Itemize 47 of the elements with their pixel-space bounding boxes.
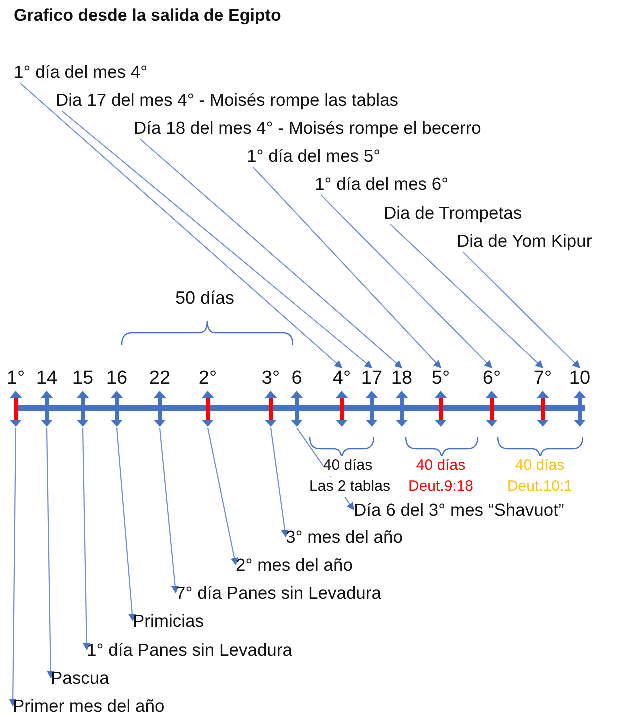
tick-label: 4°	[332, 368, 352, 390]
callout-text: Dia de Trompetas	[384, 202, 522, 224]
arrow	[82, 428, 91, 651]
tick-label: 10	[568, 368, 592, 390]
callout-text: 7° día Panes sin Levadura	[176, 582, 382, 604]
callout-text: 1° día del mes 4°	[14, 61, 148, 83]
title: Grafico desde la salida de Egipto	[14, 6, 282, 26]
callout-text: Dia de Yom Kipur	[457, 230, 592, 252]
arrow	[140, 138, 403, 368]
callout-text: 1° día del mes 5°	[247, 145, 381, 167]
arrow	[462, 252, 581, 369]
callout-text: 1° día del mes 6°	[315, 173, 449, 195]
bracket-label: 40 días	[323, 456, 373, 476]
callout-text: Primer mes del año	[13, 695, 165, 715]
arrow	[20, 82, 343, 368]
arrow	[390, 224, 544, 369]
arrow	[207, 428, 238, 566]
tick-label: 14	[35, 368, 59, 390]
callout-text: 1° día Panes sin Levadura	[87, 639, 292, 661]
arrow	[9, 428, 17, 707]
arrow	[252, 166, 442, 369]
callout-text: Día 18 del mes 4° - Moisés rompe el becerro	[134, 117, 482, 139]
tick-label: 1°	[6, 368, 26, 390]
tick-label: 17	[360, 368, 384, 390]
arrow	[320, 194, 493, 369]
callout-text: 3° mes del año	[286, 526, 403, 548]
callout-text: 2° mes del año	[236, 554, 353, 576]
tick-label: 6	[290, 368, 304, 390]
tick-label: 6°	[482, 368, 502, 390]
tick-label: 16	[105, 368, 129, 390]
tick-label: 15	[71, 368, 95, 390]
callout-text: Día 6 del 3° mes “Shavuot”	[354, 499, 564, 521]
callout-text: Primicias	[133, 610, 204, 632]
bracket-label: Las 2 tablas	[310, 477, 390, 497]
arrow	[270, 428, 289, 538]
callout-text: Dia 17 del mes 4° - Moisés rompe las tablas	[56, 89, 399, 111]
tick-label: 22	[148, 368, 172, 390]
tick-label: 3°	[260, 368, 282, 390]
arrow	[116, 428, 136, 622]
tick-label: 7°	[532, 368, 554, 390]
arrow	[46, 428, 55, 679]
arrow	[159, 428, 180, 594]
tick-label: 2°	[198, 368, 218, 390]
tick-label: 18	[390, 368, 414, 390]
tick-label: 5°	[430, 368, 452, 390]
callout-text: Pascua	[51, 667, 110, 689]
arrow	[62, 110, 373, 368]
